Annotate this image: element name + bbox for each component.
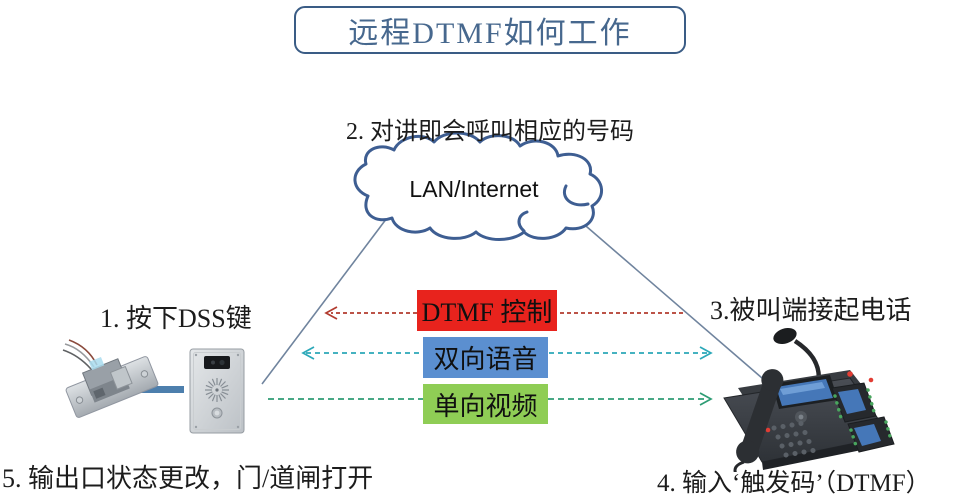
cloud-inner-curl xyxy=(563,184,590,207)
two-way-audio-box: 双向语音 xyxy=(423,337,548,378)
dss-key-leds xyxy=(833,388,893,451)
diagonal-call-lines xyxy=(261,213,763,385)
two-way-audio-label: 双向语音 xyxy=(433,345,538,374)
speaker-grille-icon xyxy=(205,378,229,402)
lock-intercom-connector-line xyxy=(140,386,184,393)
status-led-icon xyxy=(847,371,853,377)
microphone-head xyxy=(773,327,797,345)
one-way-video-label: 单向视频 xyxy=(433,391,538,421)
door-strike-image xyxy=(62,339,159,418)
one-way-video-box: 单向视频 xyxy=(423,384,548,424)
arrowhead-left-icon xyxy=(301,346,315,360)
dtmf-control-box: DTMF 控制 xyxy=(417,290,557,331)
camera-lens-icon xyxy=(219,359,225,366)
ip-phone-image xyxy=(723,327,895,472)
call-button-center xyxy=(214,410,220,416)
latch xyxy=(109,365,133,390)
status-led-icon xyxy=(868,377,874,383)
arrowhead-right-icon xyxy=(699,346,713,360)
step1-label: 1. 按下DSS键 xyxy=(100,304,252,333)
arrowhead-left-icon xyxy=(324,306,338,320)
step5-label: 5. 输出口状态更改，门/道闸打开 xyxy=(2,464,374,493)
handset xyxy=(736,369,784,464)
step2-label: 2. 对讲即会呼叫相应的号码 xyxy=(346,119,634,145)
network-cloud xyxy=(353,131,603,241)
panel-inner-border xyxy=(193,352,241,430)
screw-hole xyxy=(140,370,149,378)
cloud-shape xyxy=(353,131,603,241)
arrowhead-right-icon xyxy=(699,392,713,406)
strike-plate xyxy=(65,356,159,418)
mwi-led-icon xyxy=(765,427,771,433)
cloud-to-intercom-line xyxy=(261,217,388,385)
cloud-label: LAN/Internet xyxy=(409,176,539,202)
door-intercom-image xyxy=(189,348,245,434)
corner-screws xyxy=(194,353,240,429)
keypad-keys xyxy=(771,420,819,458)
step3-label: 3.被叫端接起电话 xyxy=(710,296,912,325)
cloud-to-phone-line xyxy=(571,213,763,379)
cloud-inner-curl xyxy=(517,210,529,233)
camera-lens-icon xyxy=(211,360,215,365)
handset-cord xyxy=(733,460,745,472)
latch-detail xyxy=(93,387,106,399)
dtmf-control-label: DTMF 控制 xyxy=(421,298,553,327)
page-title: 远程DTMF如何工作 xyxy=(348,17,632,50)
blue-tape-detail xyxy=(88,356,105,371)
dss-screen-lower xyxy=(854,424,881,446)
screw-hole xyxy=(75,396,84,404)
step4-label: 4. 输入‘触发码’（DTMF） xyxy=(657,470,931,496)
nav-center-button xyxy=(798,414,804,420)
title-box: 远程DTMF如何工作 xyxy=(294,6,686,54)
speaker-center xyxy=(215,388,219,392)
dss-screen-upper xyxy=(838,389,866,414)
camera-window xyxy=(204,356,230,369)
main-screen-content xyxy=(780,382,825,395)
